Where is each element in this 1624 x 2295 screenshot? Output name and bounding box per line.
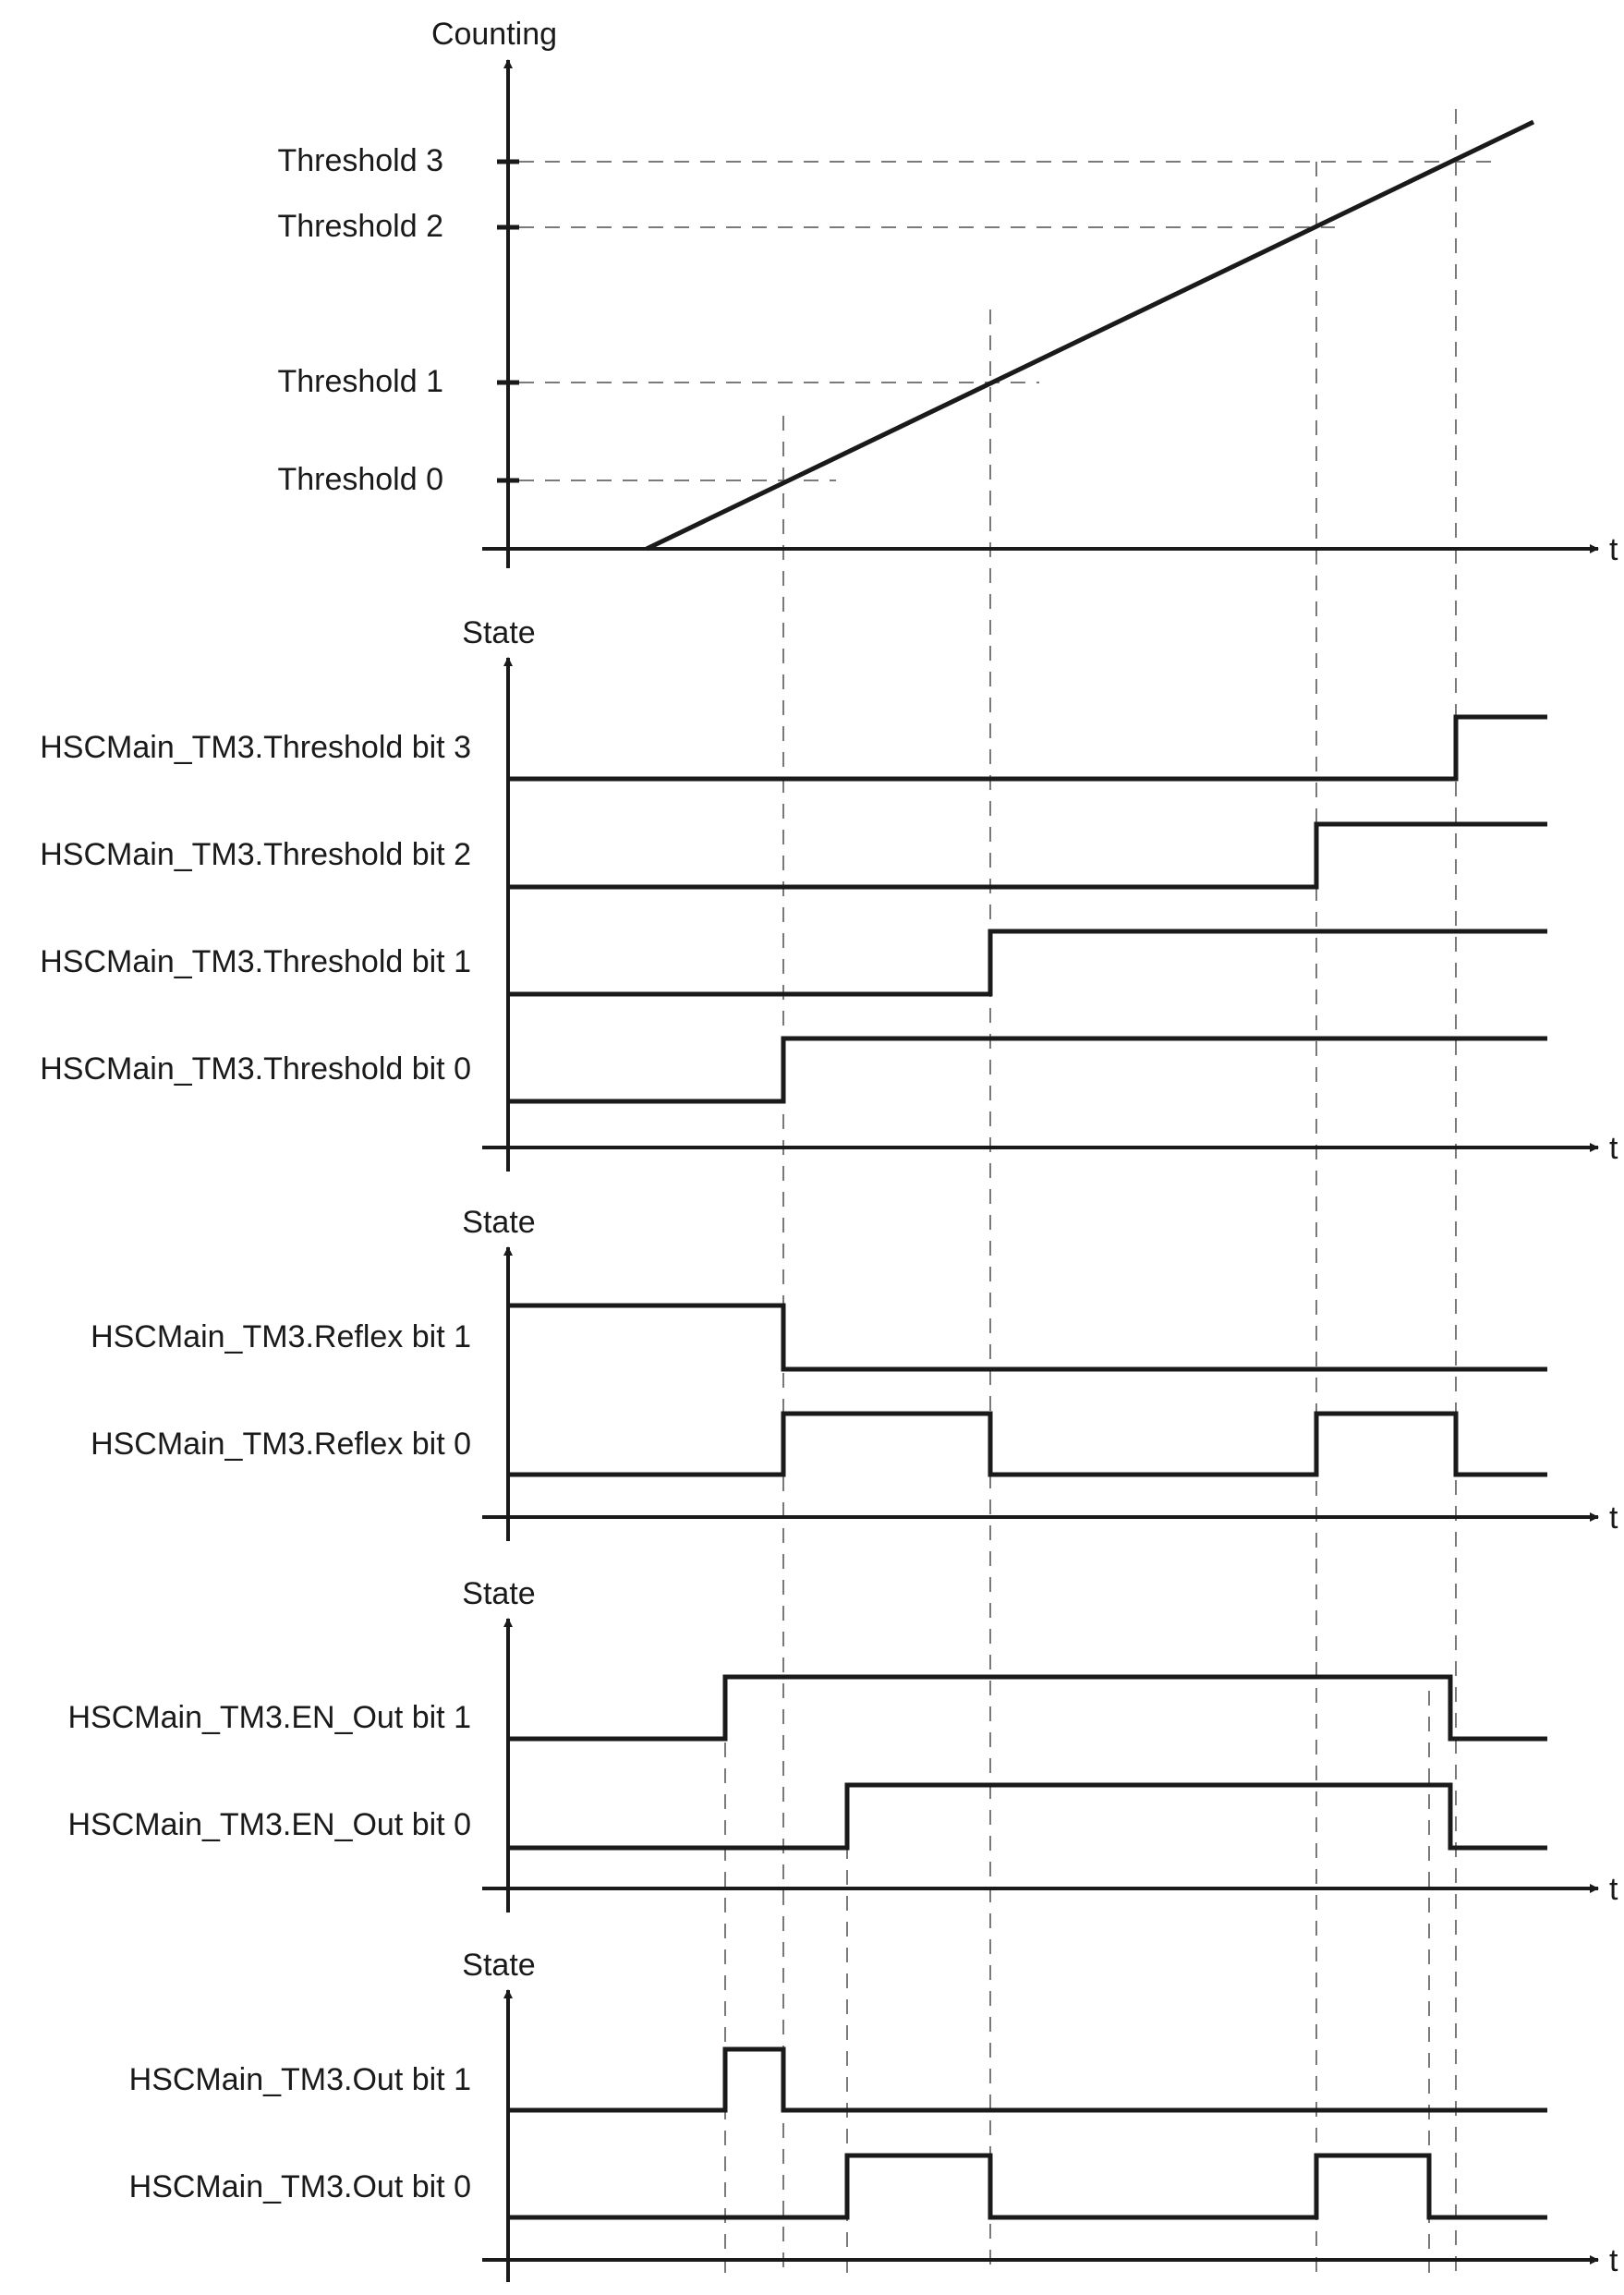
guide-lines [724,109,1457,2273]
out-bit-1-waveform [508,2046,1547,2113]
threshold-panel-x-label: t [1609,1131,1618,1166]
en-out-bits-panel: State t HSCMain_TM3.EN_Out bit 1 HSCMain… [68,1576,1618,1912]
en-out-bit-1-waveform [508,1674,1547,1742]
reflex-bit-0-label: HSCMain_TM3.Reflex bit 0 [91,1427,471,1462]
en-out-panel-y-label: State [462,1576,535,1611]
reflex-bit-1-label: HSCMain_TM3.Reflex bit 1 [91,1319,471,1354]
threshold-bit-1-waveform [508,929,1547,997]
threshold-2-label: Threshold 2 [277,209,443,244]
threshold-3-label: Threshold 3 [277,143,443,178]
en-out-panel-x-label: t [1609,1872,1618,1907]
reflex-bits-panel: State t HSCMain_TM3.Reflex bit 1 HSCMain… [91,1205,1618,1541]
threshold-bit-3-label: HSCMain_TM3.Threshold bit 3 [40,730,471,765]
threshold-bit-1-label: HSCMain_TM3.Threshold bit 1 [40,944,471,979]
out-bits-panel: State t HSCMain_TM3.Out bit 1 HSCMain_TM… [129,1948,1618,2282]
threshold-bit-2-waveform [508,821,1547,890]
out-bit-0-waveform [508,2153,1547,2220]
counting-x-label: t [1609,532,1618,567]
reflex-bit-0-waveform [508,1411,1547,1477]
counting-ramp-line [645,119,1535,552]
out-panel-x-label: t [1609,2243,1618,2278]
counting-panel: Counting t Threshold 3 Threshold 2 Thres… [277,17,1618,568]
out-bit-1-label: HSCMain_TM3.Out bit 1 [129,2062,471,2097]
en-out-bit-0-waveform [508,1782,1547,1851]
counting-y-label: Counting [431,17,557,52]
threshold-1-label: Threshold 1 [277,364,443,399]
threshold-bit-2-label: HSCMain_TM3.Threshold bit 2 [40,837,471,872]
out-panel-y-label: State [462,1948,535,1983]
out-bit-0-label: HSCMain_TM3.Out bit 0 [129,2169,471,2204]
en-out-bit-0-label: HSCMain_TM3.EN_Out bit 0 [68,1807,472,1842]
reflex-bit-1-waveform [508,1303,1547,1372]
reflex-panel-y-label: State [462,1205,535,1240]
threshold-bit-3-waveform [508,714,1547,782]
threshold-bits-panel: State t HSCMain_TM3.Threshold bit 3 HSCM… [40,615,1618,1172]
threshold-bit-0-label: HSCMain_TM3.Threshold bit 0 [40,1051,471,1087]
reflex-panel-x-label: t [1609,1500,1618,1536]
en-out-bit-1-label: HSCMain_TM3.EN_Out bit 1 [68,1700,472,1735]
threshold-bit-0-waveform [508,1036,1547,1104]
threshold-0-label: Threshold 0 [277,462,443,497]
threshold-panel-y-label: State [462,615,535,650]
